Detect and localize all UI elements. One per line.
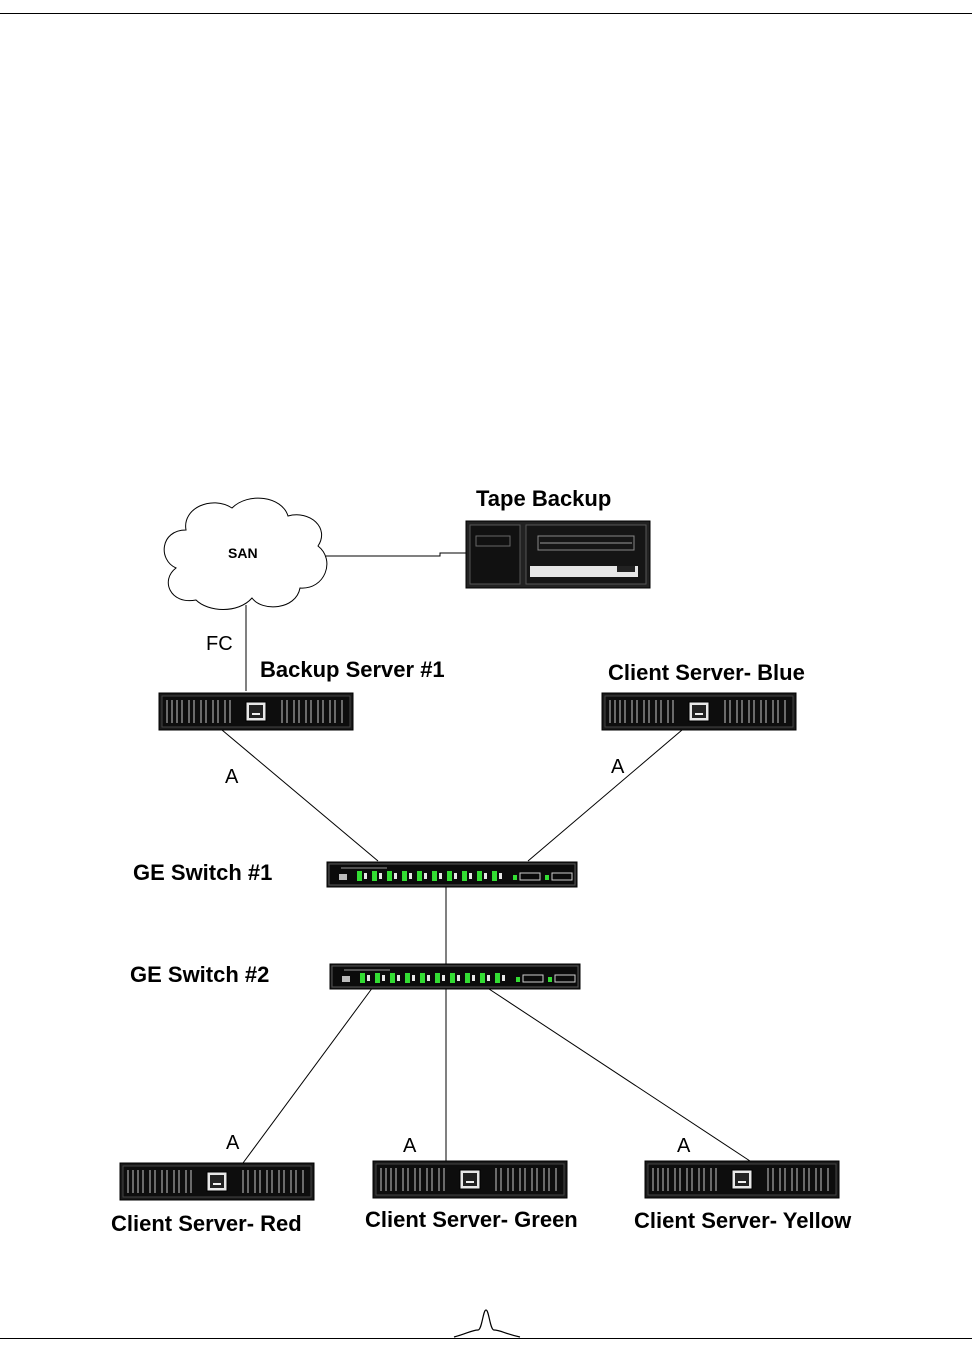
blue-link-label: A	[611, 756, 625, 778]
backup-switch1-link	[221, 729, 379, 862]
fc-link-label: FC	[206, 633, 233, 655]
switch2-yellow-link	[485, 986, 751, 1162]
san-cloud	[163, 497, 328, 610]
header-rule	[0, 13, 972, 14]
green-link-label: A	[403, 1135, 417, 1157]
client-blue-label: Client Server- Blue	[608, 660, 805, 685]
tape-backup-label: Tape Backup	[476, 486, 612, 511]
red-link-label: A	[226, 1132, 240, 1154]
ge-switch-1-device	[326, 861, 578, 888]
backup-server-device	[158, 692, 354, 731]
client-blue-device	[601, 692, 797, 731]
san-tape-link	[326, 552, 466, 557]
client-red-device	[119, 1162, 315, 1201]
blue-switch1-link	[527, 729, 683, 862]
footer-logo	[453, 1309, 521, 1338]
client-yellow-device	[644, 1160, 840, 1199]
footer-rule	[0, 1338, 972, 1339]
yellow-link-label: A	[677, 1135, 691, 1157]
client-green-device	[372, 1160, 568, 1199]
tape-backup-device	[465, 520, 651, 589]
san-label: SAN	[228, 545, 258, 561]
ge-switch-1-label: GE Switch #1	[133, 860, 273, 885]
ge-switch-2-label: GE Switch #2	[130, 962, 270, 987]
client-yellow-label: Client Server- Yellow	[634, 1208, 852, 1233]
switch2-red-link	[242, 986, 374, 1164]
ge-switch-2-device	[329, 963, 581, 990]
backup-server-label: Backup Server #1	[260, 657, 445, 682]
client-green-label: Client Server- Green	[365, 1207, 578, 1232]
client-red-label: Client Server- Red	[111, 1211, 302, 1236]
backup-link-label: A	[225, 766, 239, 788]
